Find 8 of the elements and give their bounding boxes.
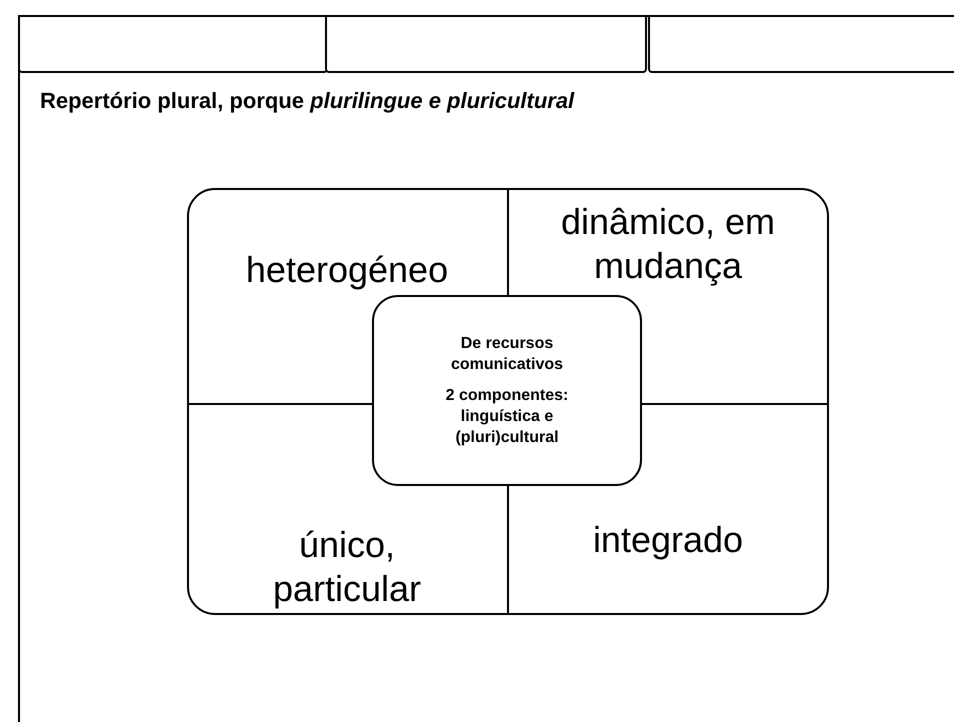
quadrant-label: único, particular <box>247 523 447 611</box>
center-text: De recursos comunicativos <box>450 334 564 375</box>
center-box <box>372 295 642 486</box>
center-text: 2 componentes: linguística e (pluri)cultural <box>444 386 570 448</box>
quadrant-label: integrado <box>592 518 744 562</box>
title: Repertório plural, porque plurilingue e pluricultural <box>40 88 574 114</box>
quadrant-label: dinâmico, em mudança <box>543 200 793 288</box>
quadrant-label: heterogéneo <box>246 248 448 292</box>
